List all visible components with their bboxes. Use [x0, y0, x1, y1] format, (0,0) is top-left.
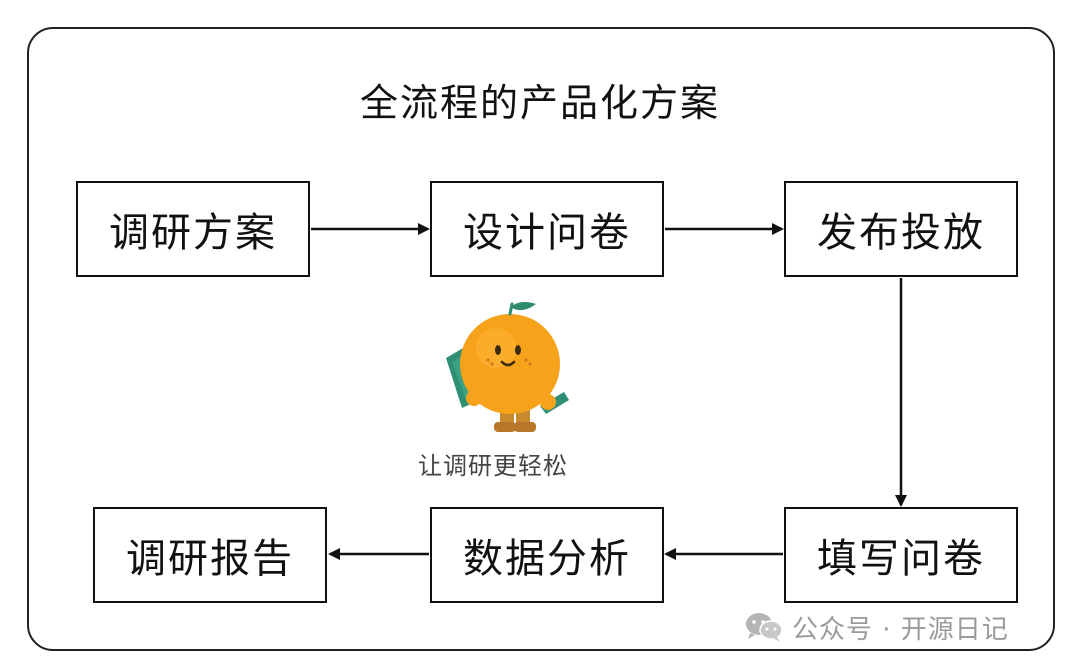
- step-report: 调研报告: [93, 507, 327, 603]
- orange-mascot-icon: [446, 302, 569, 432]
- step-design-survey: 设计问卷: [430, 181, 664, 277]
- watermark-text: 公众号 · 开源日记: [792, 614, 1009, 645]
- wechat-icon: [746, 613, 783, 642]
- diagram-frame: [27, 27, 1055, 651]
- step-research-plan: 调研方案: [76, 181, 310, 277]
- step-fill-survey: 填写问卷: [784, 507, 1018, 603]
- step-analysis: 数据分析: [430, 507, 664, 603]
- watermark: 公众号 · 开源日记: [744, 610, 1009, 645]
- diagram-title: 全流程的产品化方案: [359, 81, 720, 125]
- step-publish: 发布投放: [784, 181, 1018, 277]
- mascot-caption: 让调研更轻松: [418, 452, 568, 480]
